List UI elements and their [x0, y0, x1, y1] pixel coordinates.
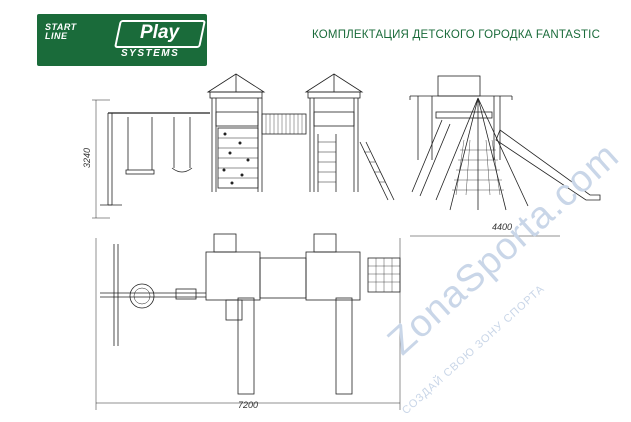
width-dimension: 7200: [238, 400, 259, 410]
logo-play: Play: [140, 22, 180, 43]
depth-dimension: 4400: [492, 222, 513, 232]
front-elevation: [92, 73, 395, 219]
logo-systems: SYSTEMS: [121, 48, 180, 59]
top-plan: [95, 233, 401, 410]
page-title: КОМПЛЕКТАЦИЯ ДЕТСКОГО ГОРОДКА FANTASTIC: [312, 29, 601, 41]
height-dimension: 3240: [82, 147, 92, 168]
side-elevation: [409, 75, 601, 211]
